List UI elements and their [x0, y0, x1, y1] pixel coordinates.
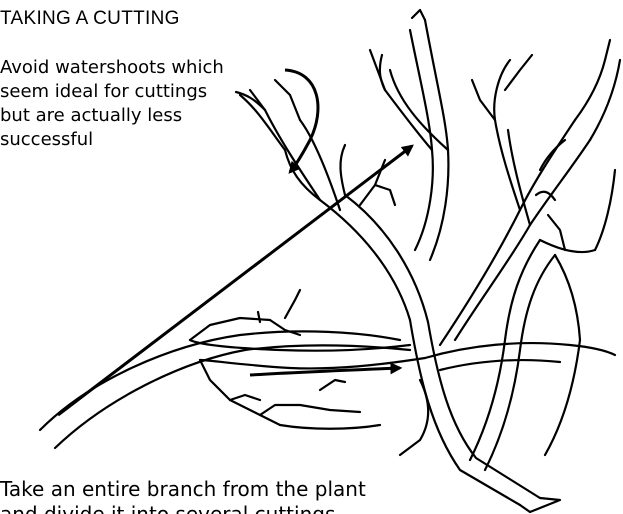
branch-arrow — [58, 146, 412, 415]
branch-right — [440, 120, 575, 345]
trunk-base — [520, 498, 560, 512]
trunk-outline-inner — [428, 322, 540, 498]
branch-center — [410, 30, 433, 250]
